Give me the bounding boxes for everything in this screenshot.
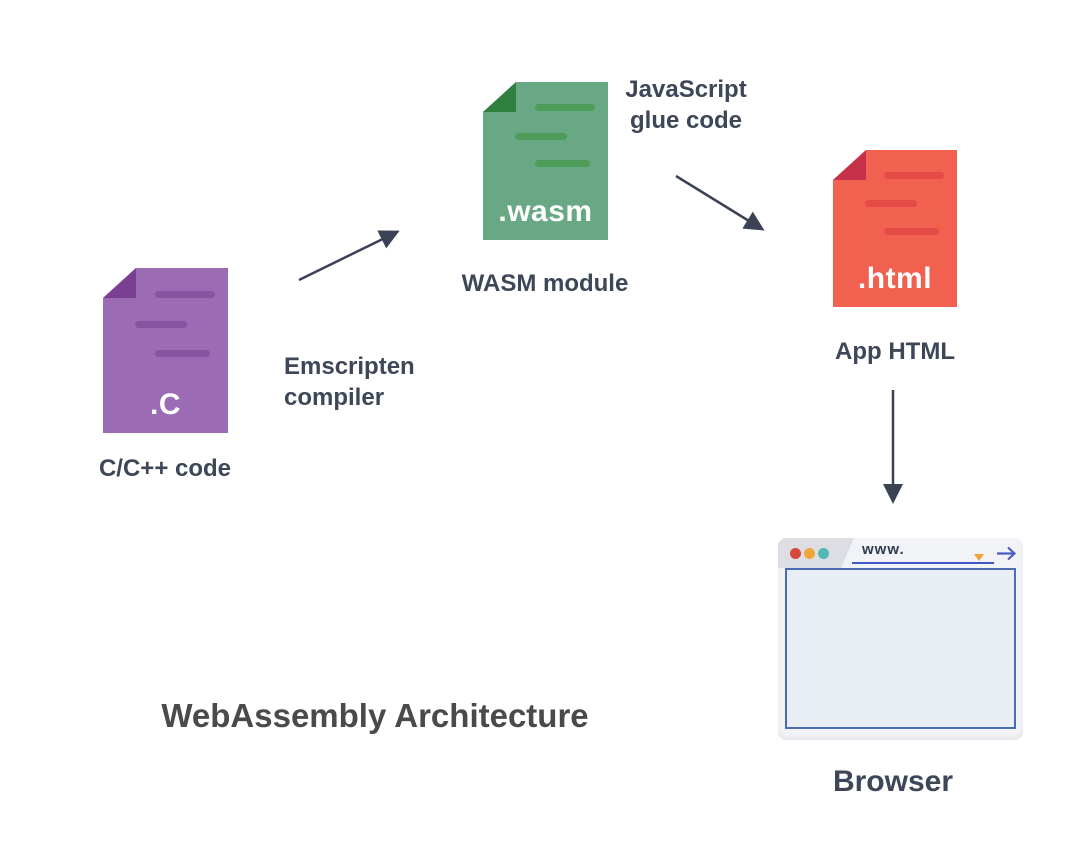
arrow-wasm-to-html [675,174,765,231]
c-file-fold-corner [103,268,136,298]
wasm-file-text-line [534,160,590,168]
emscripten-compiler-annotation: Emscripten compiler [284,351,415,413]
browser-label: Browser [832,765,954,798]
window-dot-teal-icon [818,548,829,559]
html-file-text-line [884,171,944,179]
emscripten-compiler-line1: Emscripten [284,353,415,380]
c-file-label: C/C++ code [98,455,232,482]
arrow-c-to-wasm [298,230,400,282]
c-file-text-line [154,291,215,299]
browser-window: www. [778,538,1023,740]
browser-url-underline [852,562,994,564]
browser-viewport [785,568,1016,729]
window-dot-orange-icon [804,548,815,559]
c-file-extension: .C [150,388,181,421]
c-file-text-line [134,320,188,328]
go-arrow-icon [997,546,1017,561]
emscripten-compiler-line2: compiler [284,384,385,411]
wasm-file-text-line [534,104,595,112]
html-file-text-line [884,227,939,235]
html-file-icon: .html [833,150,957,307]
html-file-fold-corner [833,150,866,180]
diagram-title: WebAssembly Architecture [161,697,589,734]
wasm-file-extension: .wasm [498,195,593,228]
html-file-label: App HTML [835,338,955,365]
js-glue-code-line1: JavaScript [625,76,747,103]
html-file-text-line [864,200,917,208]
wasm-file-fold-corner [483,82,516,112]
c-file-icon: .C [103,268,228,433]
wasm-file-icon: .wasm [483,82,608,240]
wasm-file-text-line [514,132,568,140]
html-file-extension: .html [857,262,933,295]
js-glue-code-annotation: JavaScript glue code [566,74,806,136]
browser-url-text: www. [862,541,905,558]
js-glue-code-line2: glue code [629,107,743,134]
c-file-text-line [154,349,210,357]
dropdown-arrow-icon [974,554,984,561]
browser-tab [778,538,854,568]
wasm-file-label: WASM module [461,270,629,297]
window-dot-red-icon [790,548,801,559]
